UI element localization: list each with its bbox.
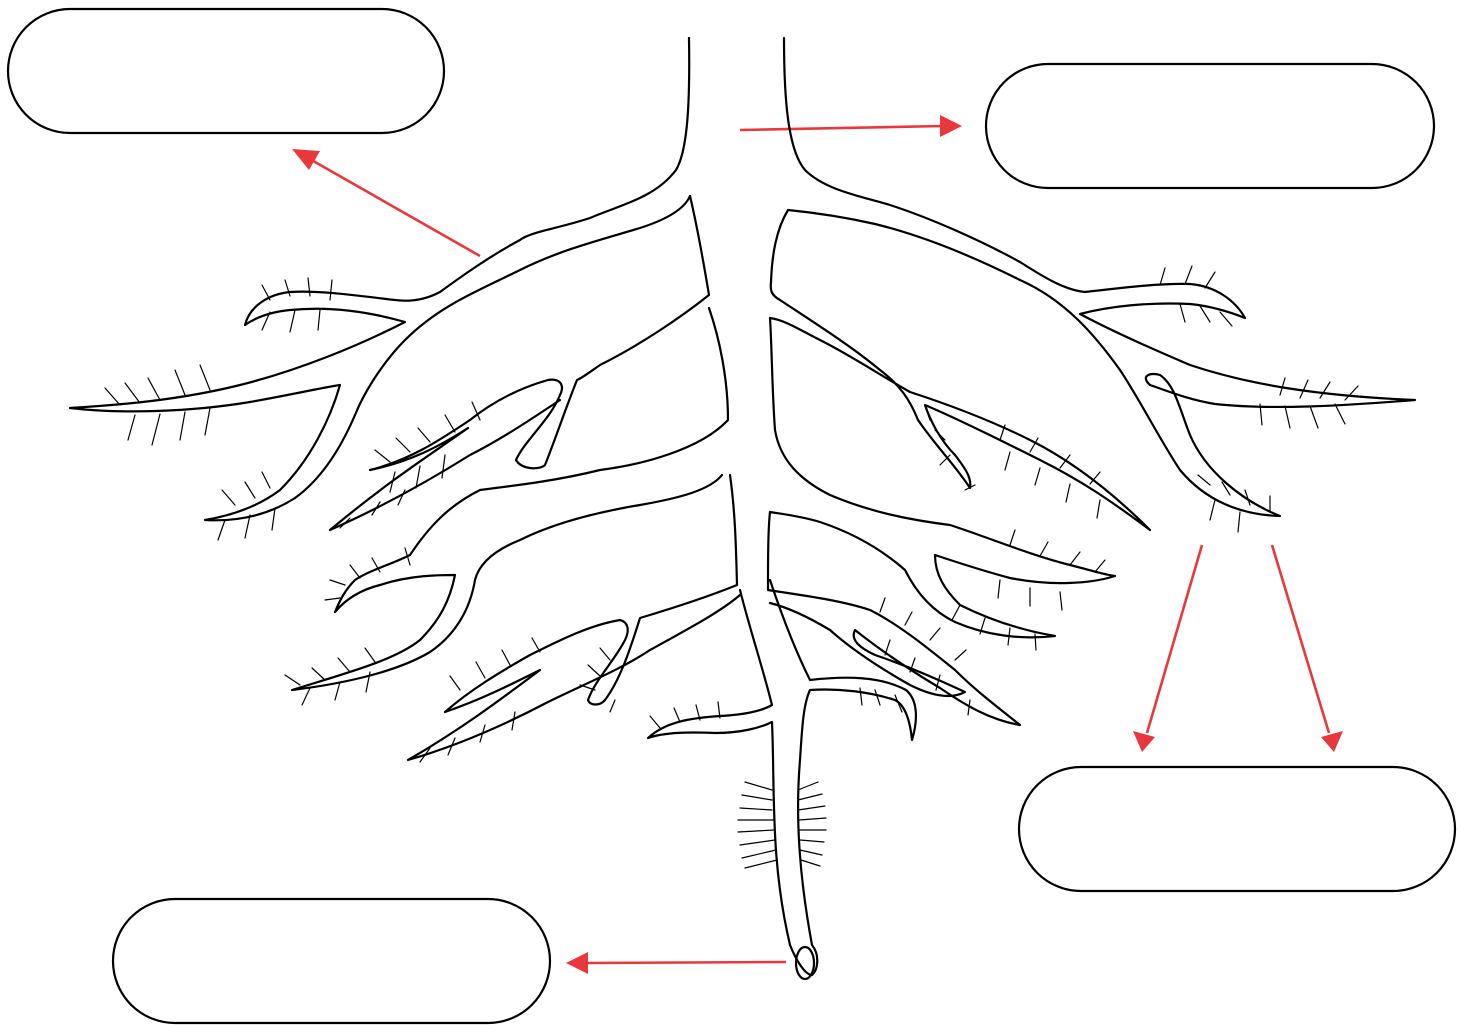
central-stem-lower-left — [408, 475, 740, 760]
label-box-bottom-left[interactable] — [113, 899, 550, 1023]
arrow-to-bottom-left-label — [566, 952, 786, 974]
arrow-to-top-right-label — [740, 115, 962, 137]
central-stem-left — [330, 196, 709, 530]
right-branch-lower — [768, 512, 1020, 725]
label-box-top-left[interactable] — [8, 9, 444, 133]
arrow-to-top-left-label — [292, 149, 480, 256]
central-stem-mid-left — [292, 308, 728, 690]
arrow-to-middle-right-label-left — [1133, 545, 1202, 752]
taproot — [648, 580, 916, 975]
right-branch-mid — [770, 318, 1115, 637]
arrow-to-middle-right-label-right — [1272, 545, 1343, 752]
label-box-middle-right[interactable] — [1019, 767, 1455, 891]
label-box-top-right[interactable] — [986, 64, 1434, 188]
